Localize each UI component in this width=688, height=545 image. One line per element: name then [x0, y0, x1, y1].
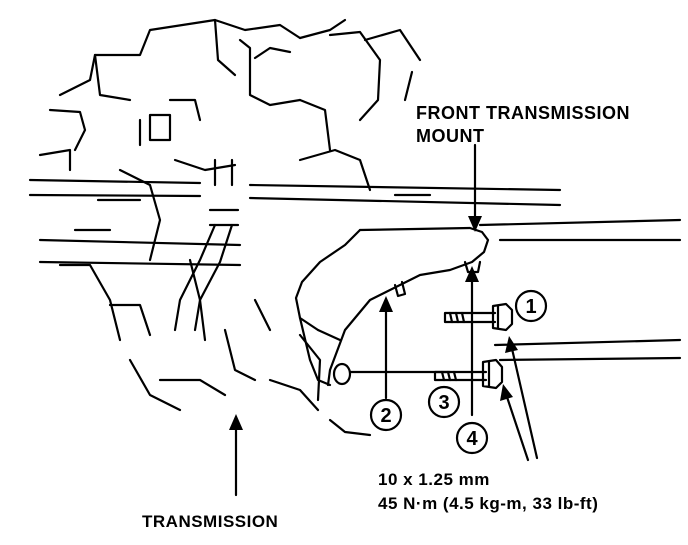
front-mount-label-line2: MOUNT: [416, 126, 485, 146]
transmission-label: TRANSMISSION: [142, 512, 279, 531]
torque-label: 45 N·m (4.5 kg-m, 33 lb-ft): [378, 494, 599, 513]
engine-block-outline: [38, 18, 432, 437]
callout-1-circle: [514, 289, 548, 323]
transmission-mount-bracket: [294, 226, 490, 387]
arrowheads: [229, 216, 518, 430]
bolt-2: [433, 358, 504, 390]
callout-3-number: 3: [438, 392, 449, 414]
bolt-1: [443, 302, 514, 332]
callout-2-number: 2: [380, 405, 391, 427]
hose: [173, 158, 240, 332]
callout-2-circle: [369, 398, 403, 432]
frame-rails: [28, 178, 682, 374]
bolt-size-label: 10 x 1.25 mm: [378, 470, 490, 489]
callout-4-number: 4: [466, 428, 478, 450]
front-mount-label-line1: FRONT TRANSMISSION: [416, 103, 630, 123]
leader-lines: [234, 143, 539, 497]
callout-3-ring: [427, 385, 461, 419]
callout-1-number: 1: [525, 296, 536, 318]
callout-4-circle: [455, 421, 489, 455]
